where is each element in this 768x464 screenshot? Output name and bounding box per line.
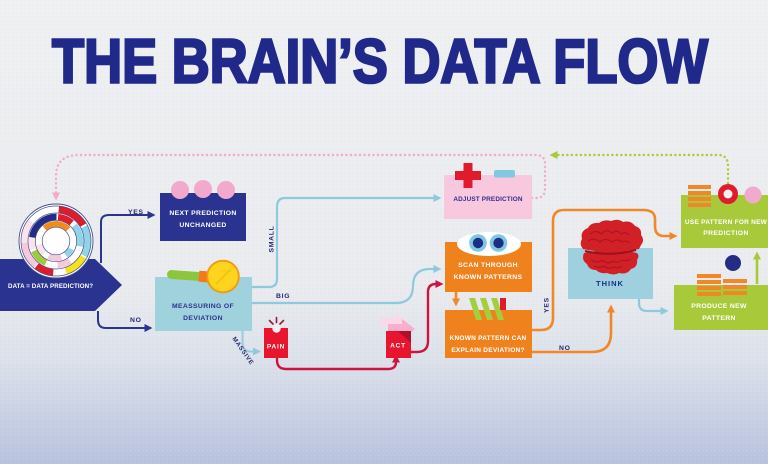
svg-text:ACT: ACT: [390, 343, 406, 350]
svg-text:SCAN THROUGH: SCAN THROUGH: [458, 262, 518, 269]
svg-text:KNOWN PATTERN CAN: KNOWN PATTERN CAN: [450, 335, 527, 342]
svg-text:NO: NO: [559, 345, 571, 352]
svg-text:NEXT PREDICTION: NEXT PREDICTION: [169, 210, 236, 217]
svg-text:THINK: THINK: [596, 279, 624, 288]
svg-text:PREDICTION: PREDICTION: [703, 230, 748, 237]
svg-text:SMALL: SMALL: [269, 226, 276, 253]
svg-text:USE PATTERN FOR NEW: USE PATTERN FOR NEW: [685, 219, 768, 226]
svg-text:PRODUCE NEW: PRODUCE NEW: [691, 303, 747, 310]
svg-text:NO: NO: [130, 317, 142, 324]
svg-text:MEASSURING OF: MEASSURING OF: [172, 303, 234, 310]
svg-text:DATA = DATA PREDICTION?: DATA = DATA PREDICTION?: [8, 283, 93, 290]
svg-text:DEVIATION: DEVIATION: [183, 315, 223, 322]
svg-text:YES: YES: [544, 297, 551, 313]
svg-text:YES: YES: [128, 209, 144, 216]
svg-text:ADJUST PREDICTION: ADJUST PREDICTION: [453, 196, 523, 203]
svg-text:BIG: BIG: [276, 293, 290, 300]
svg-text:UNCHANGED: UNCHANGED: [179, 222, 226, 229]
svg-text:EXPLAIN DEVIATION?: EXPLAIN DEVIATION?: [451, 347, 524, 354]
svg-text:THE BRAIN’S DATA FLOW: THE BRAIN’S DATA FLOW: [52, 28, 708, 97]
svg-text:PAIN: PAIN: [267, 344, 285, 351]
svg-text:PATTERN: PATTERN: [702, 315, 736, 322]
svg-text:KNOWN PATTERNS: KNOWN PATTERNS: [454, 274, 523, 281]
